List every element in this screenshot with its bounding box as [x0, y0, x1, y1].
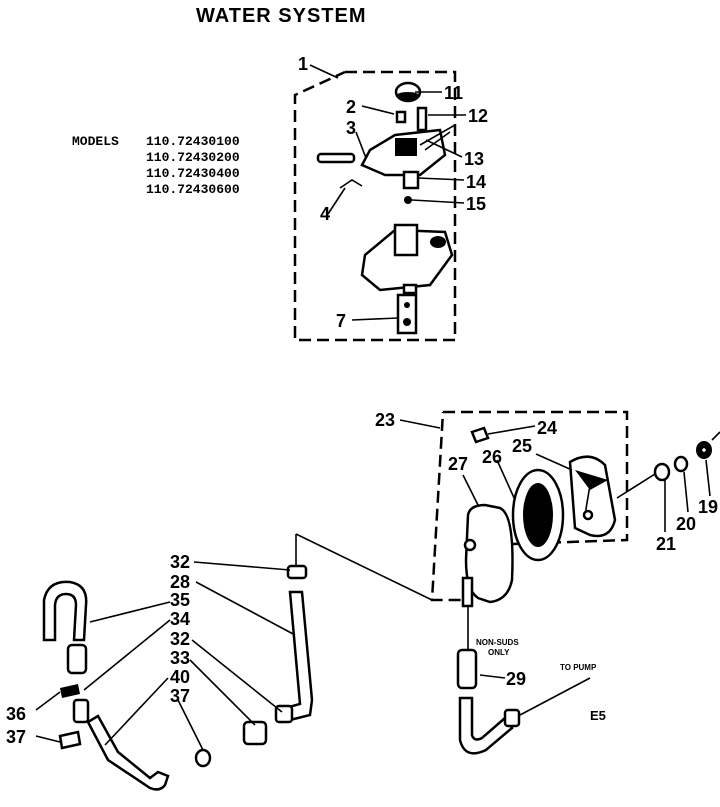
callout-32-b: 32 [170, 629, 190, 649]
callout-40: 40 [170, 667, 190, 687]
callout-37-b: 37 [6, 727, 26, 747]
callout-19: 19 [698, 497, 718, 517]
upper-leaders [327, 91, 466, 321]
left-leaders [35, 561, 506, 751]
callout-3: 3 [346, 118, 356, 138]
callout-20: 20 [676, 514, 696, 534]
hardware-parts [616, 431, 720, 532]
callout-12: 12 [468, 106, 488, 126]
callout-27: 27 [448, 454, 468, 474]
hose-40 [58, 684, 268, 791]
callout-25: 25 [512, 436, 532, 456]
to-pump-note: TO PUMP [560, 663, 597, 672]
callout-4: 4 [320, 204, 330, 224]
leader-1 [309, 64, 339, 79]
callout-23: 23 [375, 410, 395, 430]
callout-15: 15 [466, 194, 486, 214]
dispenser-assembly [461, 426, 617, 608]
callout-7: 7 [336, 311, 346, 331]
callout-11: 11 [444, 83, 463, 103]
diagram-title: WATER SYSTEM [196, 5, 367, 27]
callout-13: 13 [464, 149, 484, 169]
dispenser-leaders [462, 425, 573, 506]
models-label: MODELS [72, 134, 119, 149]
callout-33: 33 [170, 648, 190, 668]
callout-2: 2 [346, 97, 356, 117]
callout-24: 24 [537, 418, 557, 438]
callout-21: 21 [656, 534, 676, 554]
hose-29 [456, 606, 591, 755]
hose-35 [42, 580, 88, 675]
connection-line [295, 533, 433, 601]
model-number: 110.72430100 [146, 134, 240, 149]
callout-37: 37 [170, 686, 190, 706]
callout-26: 26 [482, 447, 502, 467]
valve-assembly [316, 81, 456, 335]
callout-29: 29 [506, 669, 526, 689]
hose-28 [274, 564, 314, 724]
diagram-code: E5 [590, 708, 606, 723]
callout-28: 28 [170, 572, 190, 592]
leader-23 [399, 419, 441, 429]
callout-1: 1 [298, 54, 308, 74]
callout-35: 35 [170, 590, 190, 610]
non-suds-note: NON-SUDS [476, 638, 519, 647]
callout-36: 36 [6, 704, 26, 724]
model-number: 110.72430200 [146, 150, 240, 165]
model-number: 110.72430400 [146, 166, 240, 181]
callout-34: 34 [170, 609, 190, 629]
model-number: 110.72430600 [146, 182, 240, 197]
callout-14: 14 [466, 172, 486, 192]
valve-assembly-frame [293, 70, 457, 342]
non-suds-note-only: ONLY [488, 648, 510, 657]
callout-32: 32 [170, 552, 190, 572]
